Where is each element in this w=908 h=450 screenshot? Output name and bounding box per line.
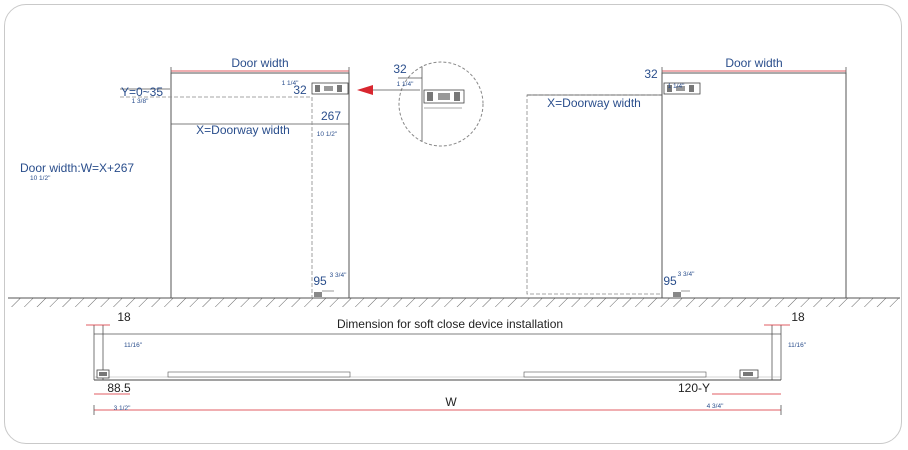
formula-inch: 10 1/2" [30, 175, 51, 182]
left-dim-18: 18 [117, 310, 131, 324]
right-door [526, 67, 847, 299]
soft-close-title: Dimension for soft close device installa… [337, 317, 563, 331]
dim-88-5: 88.5 [107, 381, 131, 395]
left-dim-95-inch: 3 3/4" [330, 272, 347, 279]
dim-120-y: 120-Y [678, 381, 710, 395]
right-dim-18: 18 [791, 310, 805, 324]
image-frame [4, 4, 902, 444]
right-dim-32-inch: 1 1/4" [668, 83, 685, 90]
detail-magnifier [357, 61, 484, 147]
left-doorway-width-label: X=Doorway width [196, 123, 290, 137]
y-range-inch: 1 3/8" [132, 98, 149, 105]
right-dim-18-inch: 11/16" [788, 342, 807, 349]
track-diagram [86, 324, 790, 415]
detail-dim-32-inch: 1 1/4" [397, 81, 414, 88]
dim-88-5-inch: 3 1/2" [114, 405, 131, 412]
right-door-width-label: Door width [725, 56, 782, 70]
floor [8, 297, 900, 307]
right-dim-95: 95 [663, 274, 677, 288]
left-dim-32-inch: 1 1/4" [282, 80, 299, 87]
right-dim-32: 32 [644, 67, 658, 81]
left-door-width-label: Door width [231, 56, 288, 70]
right-dim-95-inch: 3 3/4" [678, 271, 695, 278]
y-range-label: Y=0~35 [121, 85, 163, 99]
left-dim-95: 95 [313, 274, 327, 288]
left-dim-267: 267 [321, 109, 341, 123]
total-width-w: W [445, 395, 457, 409]
detail-dim-32: 32 [393, 62, 407, 76]
left-dim-18-inch: 11/16" [124, 342, 143, 349]
left-dim-267-inch: 10 1/2" [317, 131, 338, 138]
formula-text: Door width:W=X+267 [20, 161, 134, 175]
dim-120-inch: 4 3/4" [707, 403, 724, 410]
right-doorway-width-label: X=Doorway width [547, 96, 641, 110]
left-door [120, 67, 350, 299]
left-dim-32: 32 [293, 83, 307, 97]
